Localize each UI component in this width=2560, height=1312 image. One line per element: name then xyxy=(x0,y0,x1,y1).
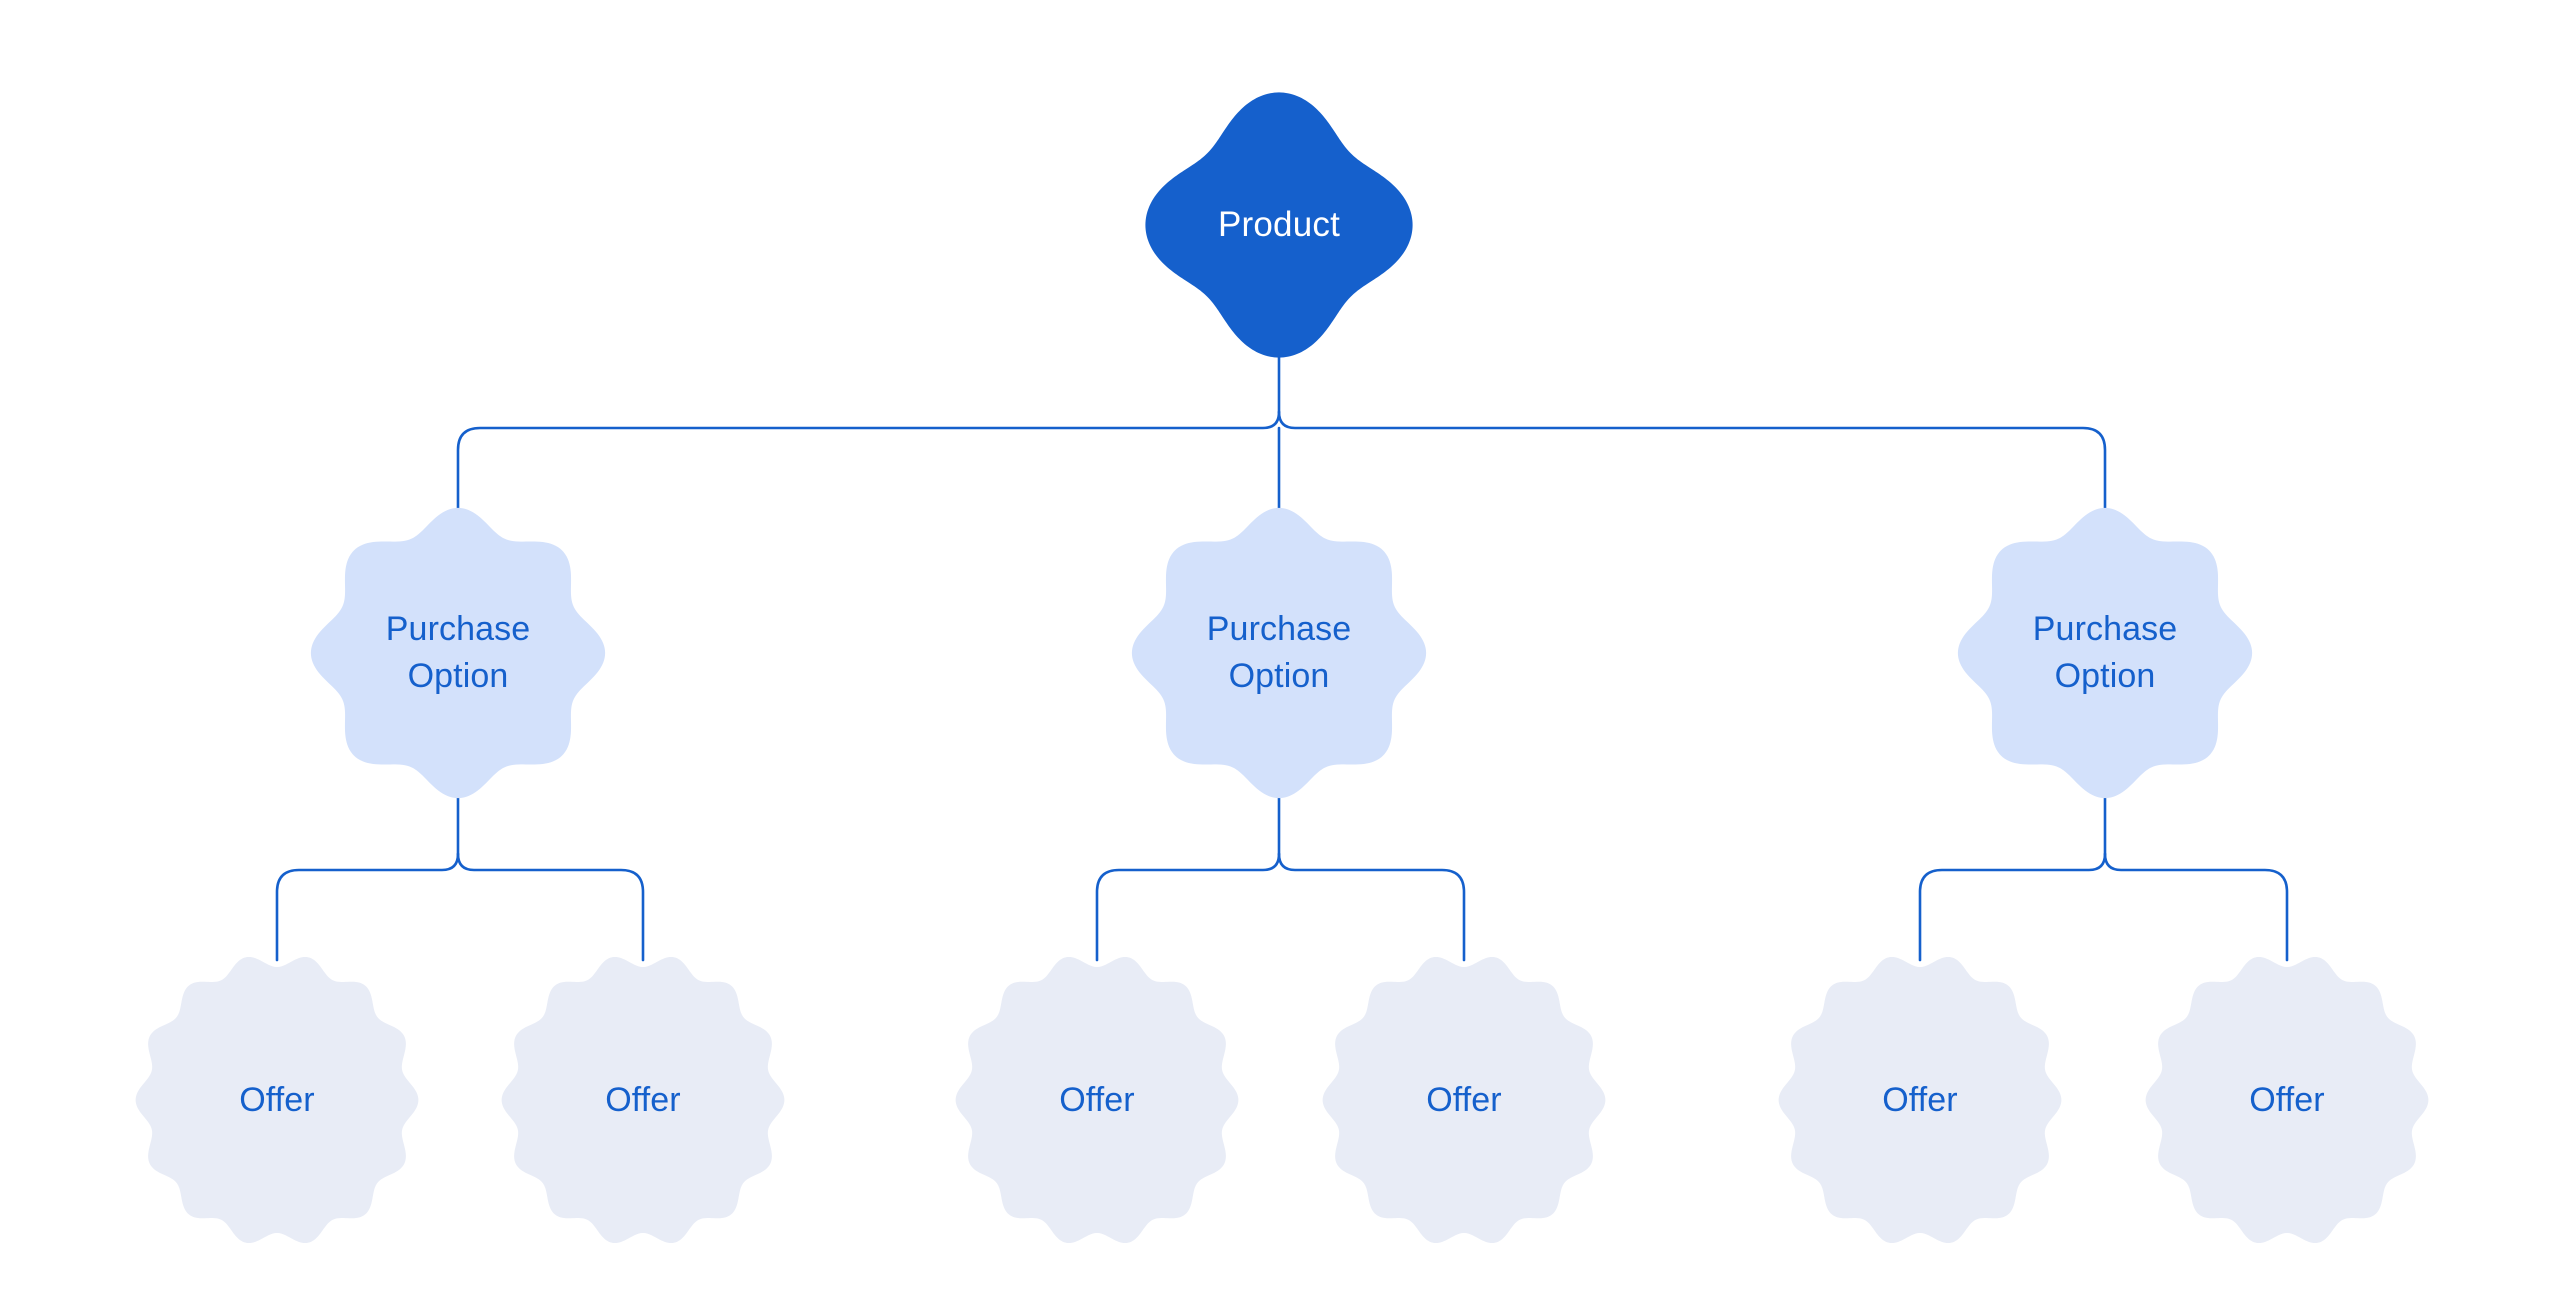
node-shape-product[interactable] xyxy=(1145,92,1413,358)
connector-root-to-purchase-option-3 xyxy=(1277,410,2107,514)
node-purchase-option-2[interactable] xyxy=(1132,508,1426,798)
node-product[interactable] xyxy=(1146,93,1412,357)
node-shape-offer-6[interactable] xyxy=(2145,956,2429,1244)
node-shape-purchase-option-3[interactable] xyxy=(1957,507,2253,799)
connector-purchase-option-2-to-offer-3 xyxy=(1095,852,1281,962)
connector-purchase-option-1-to-offer-2 xyxy=(456,852,645,962)
node-offer-3[interactable] xyxy=(955,953,1239,1247)
node-shape-layer xyxy=(135,92,2429,1244)
connector-purchase-option-3-to-offer-6 xyxy=(2103,852,2289,962)
node-shape-offer-5[interactable] xyxy=(1778,956,2062,1244)
node-shape-offer-2[interactable] xyxy=(501,956,785,1244)
node-offer-2[interactable] xyxy=(501,953,785,1247)
node-offer-5[interactable] xyxy=(1778,953,2062,1247)
node-shape-offer-3[interactable] xyxy=(955,956,1239,1244)
node-offer-4[interactable] xyxy=(1322,953,1606,1247)
connector-root-to-purchase-option-1 xyxy=(456,410,1281,514)
node-offer-6[interactable] xyxy=(2145,953,2429,1247)
node-purchase-option-1[interactable] xyxy=(311,508,605,798)
connector-layer xyxy=(275,353,2289,962)
connector-purchase-option-1-to-offer-1 xyxy=(275,852,460,962)
node-offer-1[interactable] xyxy=(135,953,419,1247)
connector-purchase-option-2-to-offer-4 xyxy=(1277,852,1466,962)
node-purchase-option-3[interactable] xyxy=(1958,508,2252,798)
node-shape-offer-4[interactable] xyxy=(1322,956,1606,1244)
node-shape-purchase-option-1[interactable] xyxy=(310,507,606,799)
node-shape-offer-1[interactable] xyxy=(135,956,419,1244)
node-shape-purchase-option-2[interactable] xyxy=(1131,507,1427,799)
connector-purchase-option-3-to-offer-5 xyxy=(1918,852,2107,962)
